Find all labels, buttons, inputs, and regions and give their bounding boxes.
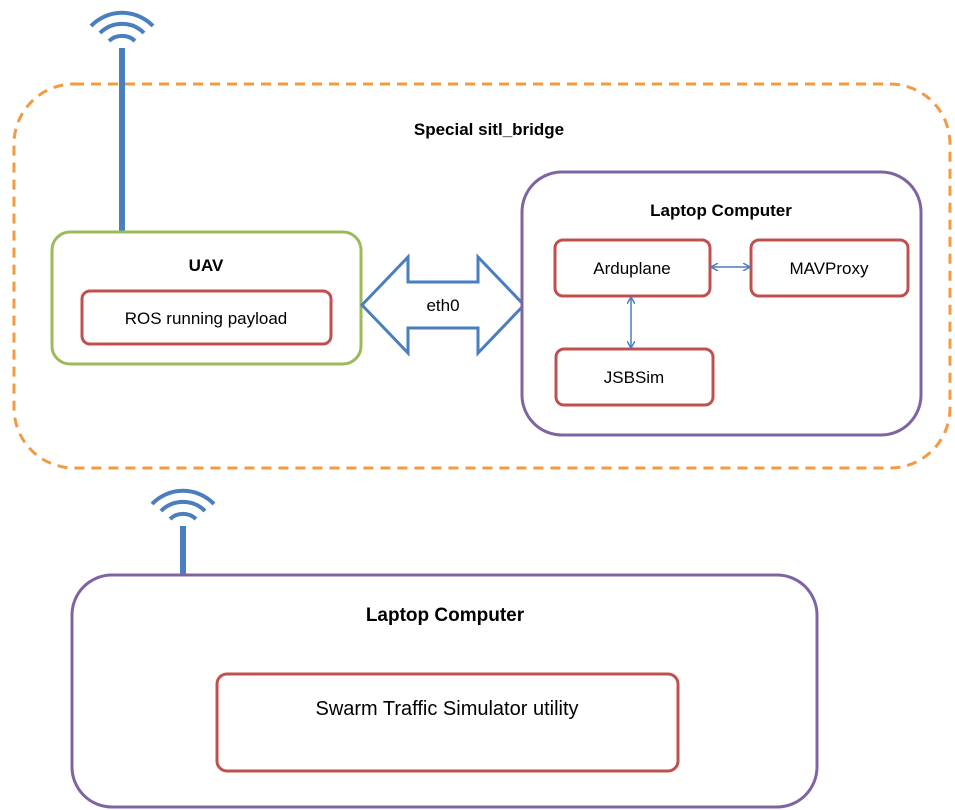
uav-title: UAV [189, 256, 224, 275]
sitl-bridge-label: Special sitl_bridge [414, 120, 564, 139]
mavproxy-label: MAVProxy [789, 259, 869, 278]
swarm-utility-label: Swarm Traffic Simulator utility [315, 698, 578, 720]
jsbsim-box [554, 347, 715, 407]
arduplane-label: Arduplane [593, 259, 671, 278]
eth0-label: eth0 [426, 296, 459, 315]
laptop-sim-title: Laptop Computer [650, 201, 792, 220]
jsbsim-label: JSBSim [604, 368, 664, 387]
ros-payload-box [80, 289, 333, 346]
swarm-utility-box [215, 672, 680, 773]
ros-payload-label: ROS running payload [125, 309, 288, 328]
swarm-antenna-icon [150, 488, 216, 576]
uav-antenna-icon [89, 10, 155, 234]
laptop-swarm-title: Laptop Computer [366, 605, 525, 626]
mavproxy-box [749, 238, 910, 298]
sitl-bridge-boundary [12, 82, 952, 470]
